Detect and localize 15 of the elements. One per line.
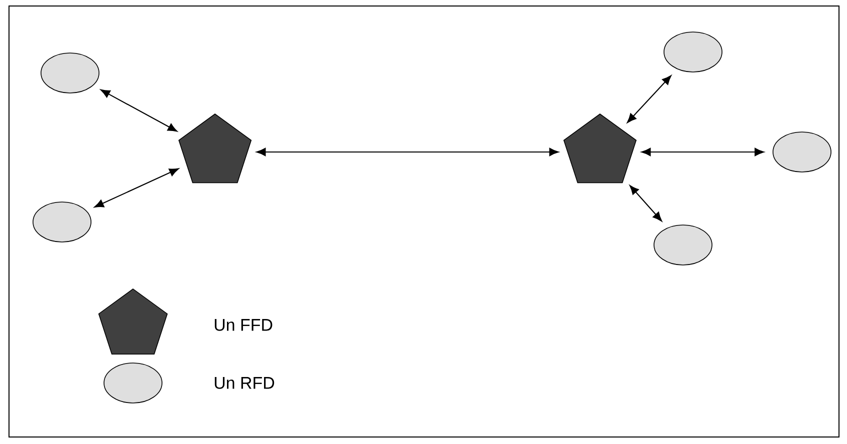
device-ellipse (32, 202, 92, 242)
arrow (256, 148, 559, 156)
device-ellipse (664, 32, 722, 72)
device-ellipse (772, 132, 832, 172)
legend-label: Un FFD (214, 319, 272, 331)
arrow (630, 185, 662, 222)
device-ellipse (40, 52, 100, 94)
device-pentagon (178, 114, 252, 184)
device-ellipse (654, 224, 712, 266)
legend-label: Un RFD (214, 377, 274, 389)
arrow (641, 148, 764, 156)
arrow (627, 75, 672, 123)
device-pentagon (563, 114, 637, 184)
arrow (94, 168, 179, 208)
arrow (100, 89, 178, 132)
